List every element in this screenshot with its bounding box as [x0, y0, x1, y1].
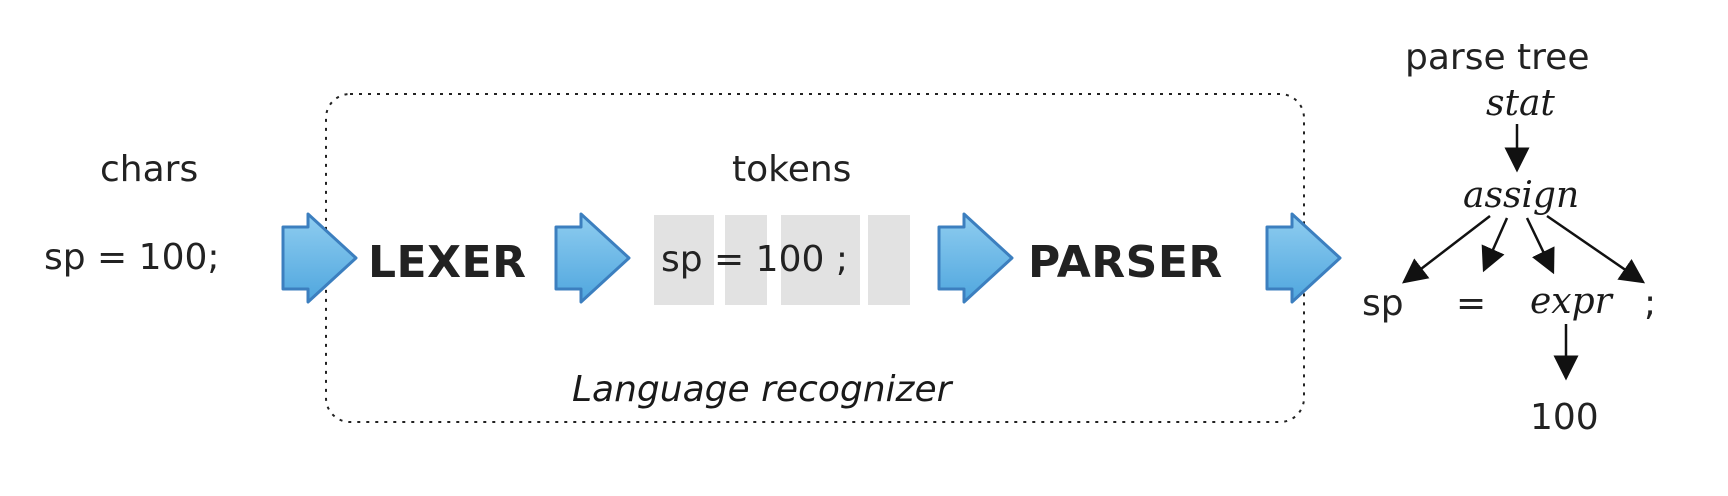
tree-node-stat: stat [1486, 83, 1555, 124]
parse-tree-label: parse tree [1405, 37, 1590, 78]
parser-label: PARSER [1028, 237, 1223, 288]
token-box-100 [781, 215, 860, 305]
lexer-label: LEXER [368, 237, 527, 288]
edge-assign-eq [1481, 217, 1509, 273]
edge-assign-sp [1402, 215, 1491, 284]
tree-leaf-eq: = [1456, 283, 1487, 324]
tree-leaf-sp: sp [1362, 283, 1404, 324]
tokens-label: tokens [732, 149, 852, 190]
arrow-parser-to-tree [1265, 212, 1342, 304]
token-box-sp [654, 215, 714, 305]
chars-label: chars [100, 149, 199, 190]
tree-node-expr: expr [1530, 281, 1612, 322]
tree-leaf-100: 100 [1530, 397, 1599, 438]
arrow-lexer-to-tokens [554, 212, 631, 304]
tree-leaf-semi: ; [1644, 283, 1657, 324]
input-text: sp = 100; [44, 237, 220, 278]
arrow-chars-to-lexer [281, 212, 358, 304]
token-box-semi [868, 215, 910, 305]
arrow-tokens-to-parser [937, 212, 1014, 304]
edge-assign-semi [1546, 214, 1646, 284]
language-recognizer-label: Language recognizer [572, 369, 952, 410]
edge-assign-expr [1525, 217, 1555, 275]
tree-node-assign: assign [1463, 175, 1580, 216]
token-box-eq [725, 215, 767, 305]
tokens-text: sp = 100 ; [661, 239, 848, 280]
